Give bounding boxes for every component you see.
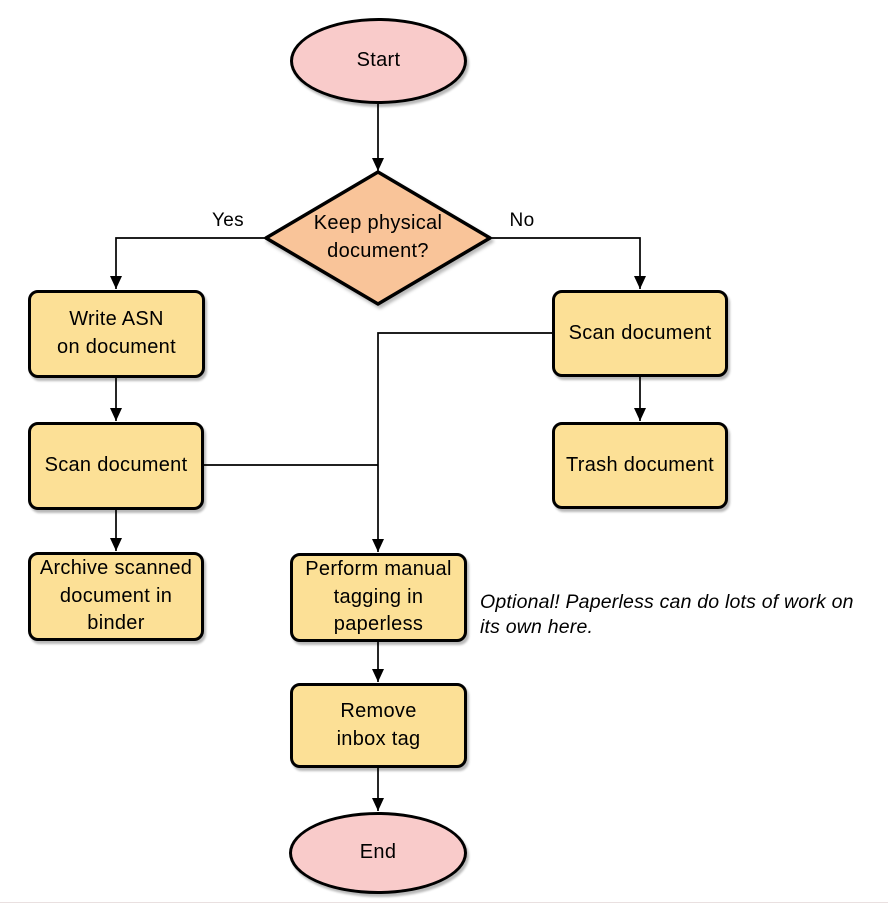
edge-scan-right-to-tagging [372,332,552,552]
node-remove-inbox-tag-label: Remove inbox tag [336,699,421,750]
node-trash-document: Trash document [552,422,728,509]
node-scan-document-right-label: Scan document [568,321,712,344]
node-archive-binder-label: Archive scanned document in binder [39,557,193,635]
node-scan-document-right: Scan document [552,290,728,377]
edge-label-no: No [509,210,535,231]
bottom-divider [0,902,888,903]
node-start: Start [290,18,467,104]
node-scan-document-left: Scan document [28,422,204,510]
edge-label-yes: Yes [212,210,244,231]
node-decision: Keep physical document? [266,172,490,304]
node-write-asn-label: Write ASN on document [57,308,176,358]
node-end-label: End [359,841,397,864]
node-end: End [289,812,467,894]
node-start-label: Start [356,49,401,72]
node-archive-binder: Archive scanned document in binder [28,552,204,641]
node-write-asn: Write ASN on document [28,290,205,378]
decision-diamond-shape [264,170,492,306]
node-decision-label: Keep physical document? [313,212,443,262]
optional-note: Optional! Paperless can do lots of work … [480,591,854,638]
node-remove-inbox-tag: Remove inbox tag [290,683,467,768]
node-scan-document-left-label: Scan document [44,454,188,477]
node-trash-document-label: Trash document [566,453,714,476]
edge-decision-yes-to-write-asn [110,237,266,289]
node-manual-tagging-label: Perform manual tagging in paperless [305,558,452,636]
node-manual-tagging: Perform manual tagging in paperless [290,553,467,642]
edge-decision-no-to-scan-right [490,237,646,289]
